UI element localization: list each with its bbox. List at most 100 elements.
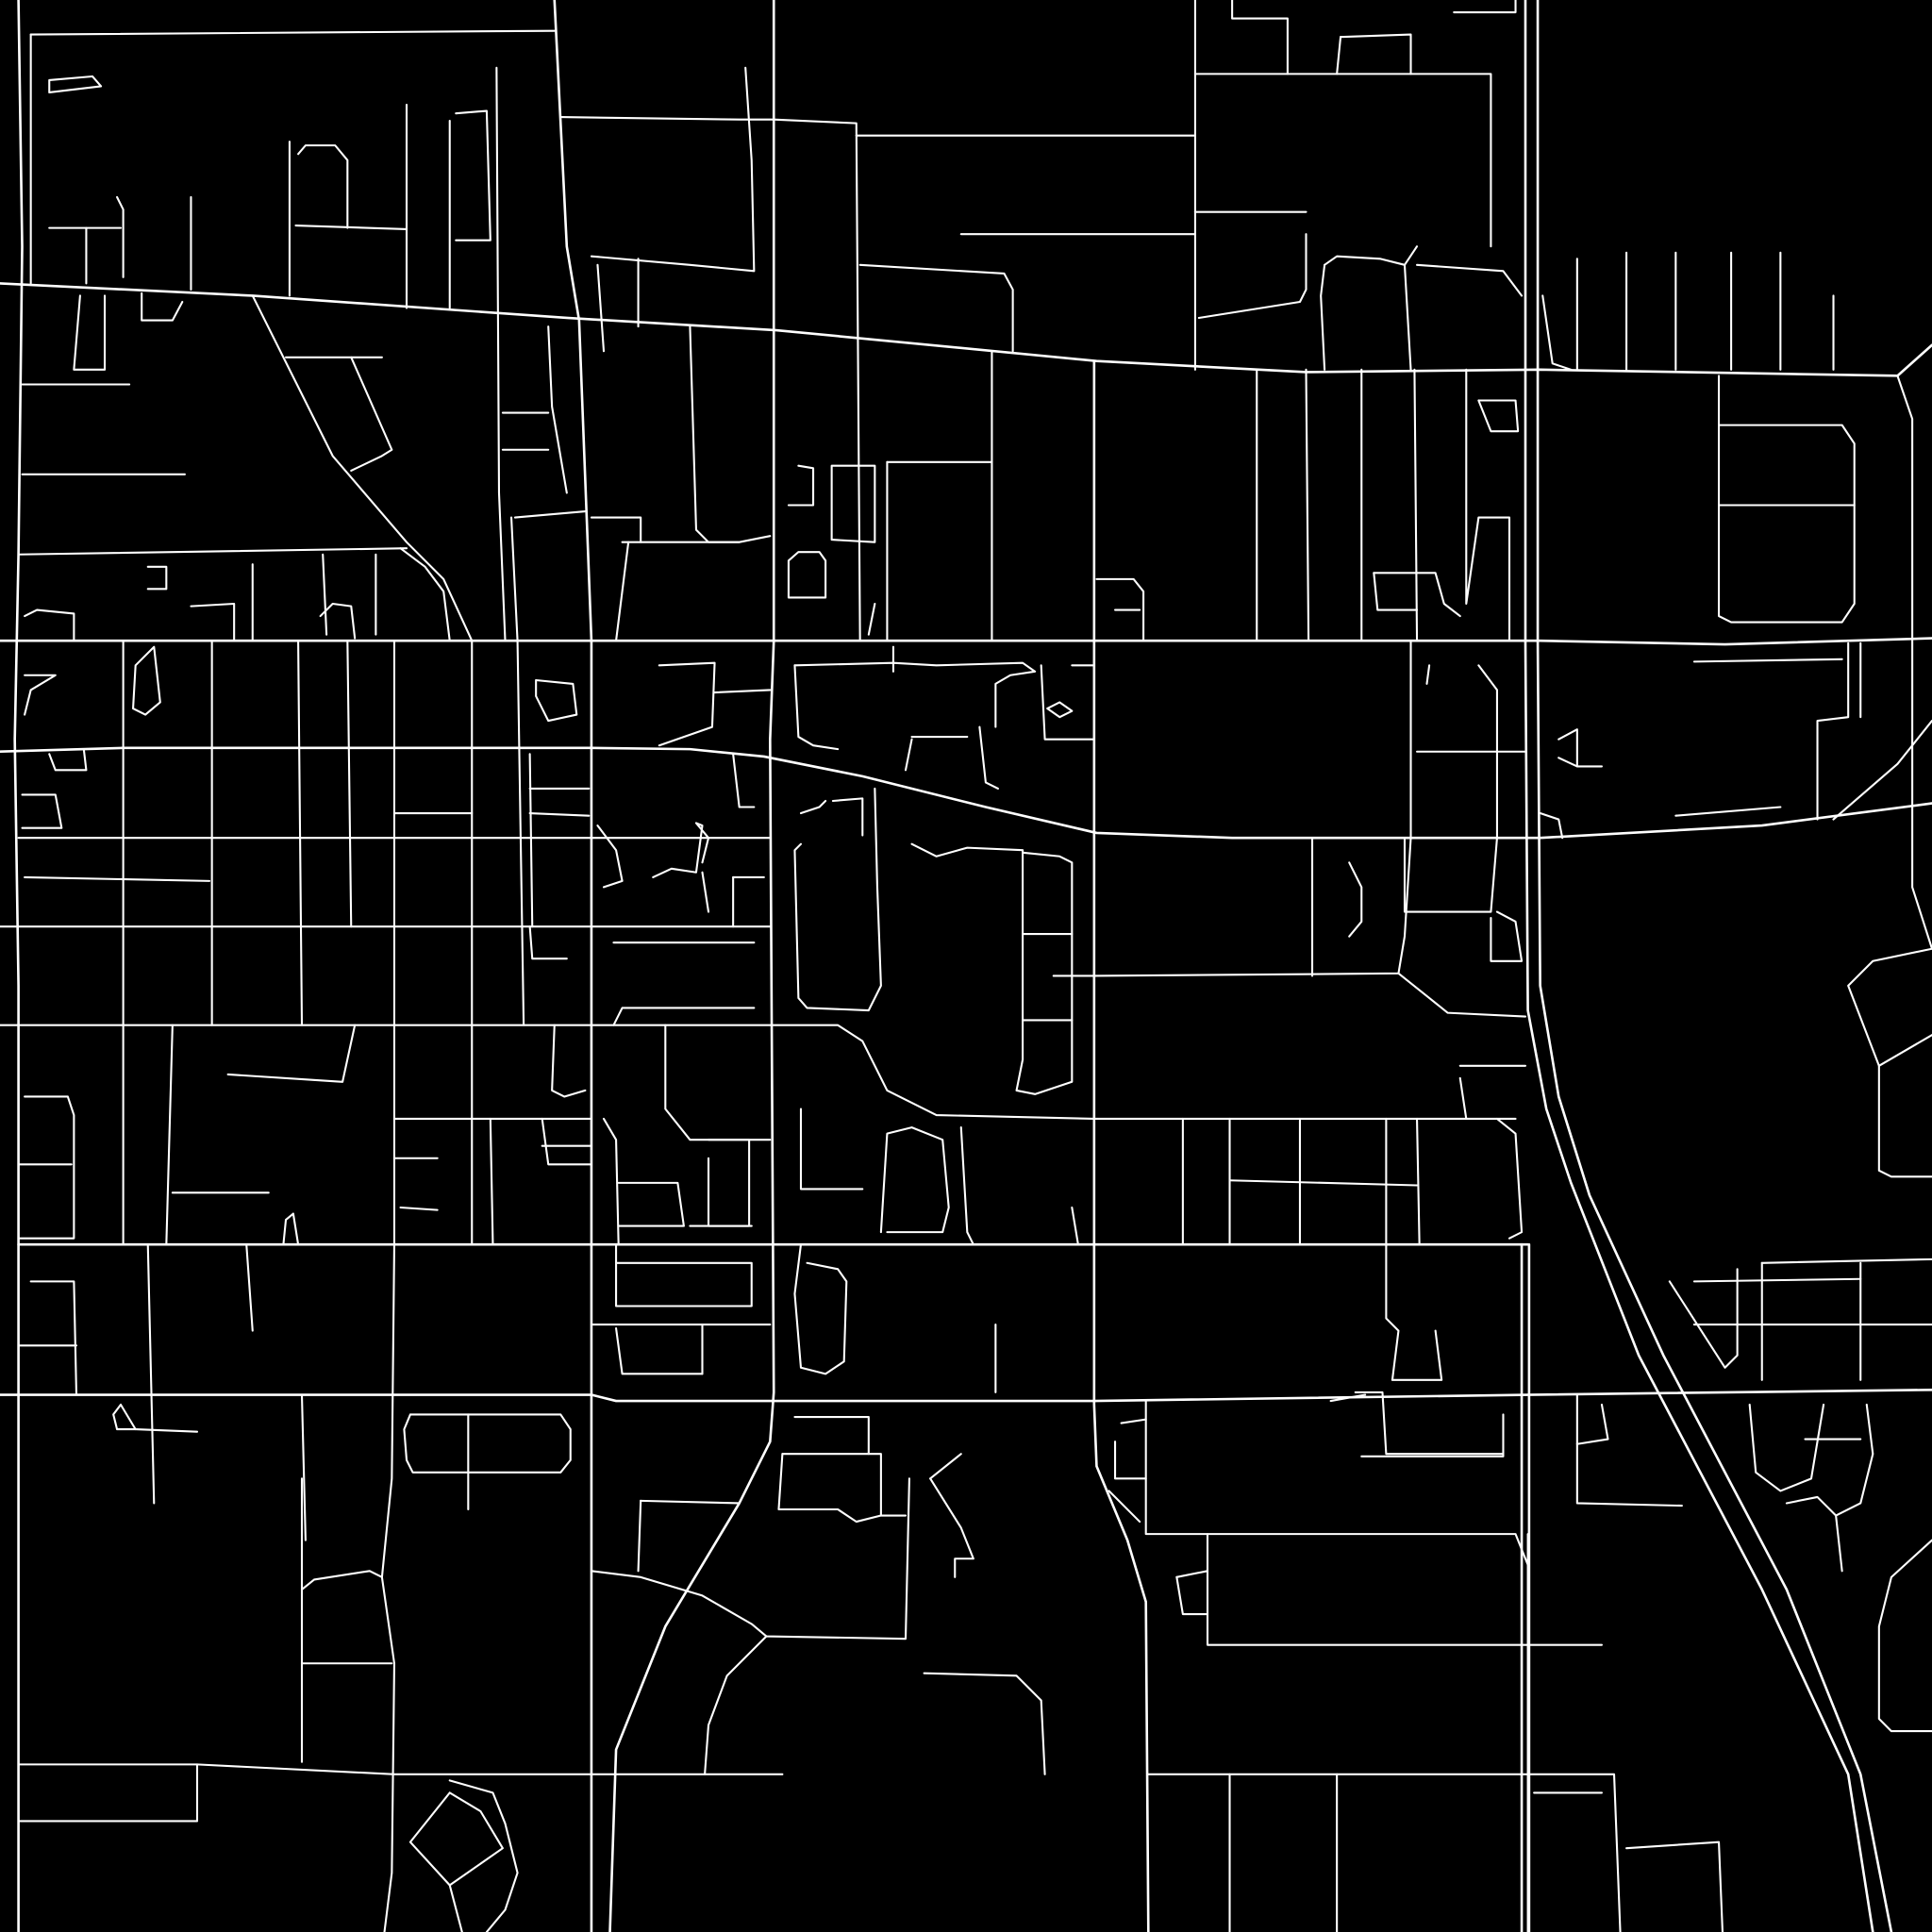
road-segment [1329, 1393, 1367, 1403]
road-segment [1046, 701, 1074, 719]
road-628 [608, 0, 775, 1932]
road-segment [1877, 1034, 1932, 1067]
road-segment [24, 674, 57, 716]
road-segment [1816, 641, 1850, 821]
road-segment [1175, 1570, 1209, 1578]
road-segment [24, 608, 75, 642]
road-segment [21, 793, 63, 829]
road-segment [1120, 1418, 1147, 1424]
road-segment [350, 356, 393, 472]
road-segment [615, 1243, 753, 1307]
road-segment [300, 1393, 307, 1541]
road-segment [134, 1428, 199, 1433]
road-segment [1193, 73, 1492, 248]
road-segment [1495, 1117, 1524, 1240]
road-segment [399, 1206, 439, 1211]
road-888 [1092, 359, 1150, 1932]
road-segment [17, 547, 408, 556]
road-segment [17, 1763, 784, 1775]
road-segment [1835, 1514, 1843, 1573]
road-segment [226, 1024, 357, 1083]
road-segment [1373, 572, 1461, 618]
road-segment [1575, 1403, 1609, 1445]
road-segment [190, 602, 236, 642]
road-segment [929, 1477, 974, 1578]
road-segment [551, 1024, 587, 1098]
road-north-arterial [0, 282, 1932, 377]
road-segment [448, 1884, 463, 1932]
road-segment [132, 645, 161, 716]
road-segment [787, 551, 827, 599]
road-segment [1692, 1277, 1862, 1283]
road-segment [1541, 294, 1573, 371]
road-segment [1692, 658, 1843, 663]
road-segment [1465, 368, 1511, 642]
road-segment [732, 753, 756, 808]
road-segment [1144, 1400, 1529, 1566]
road-segment [787, 464, 815, 507]
road-segment [297, 640, 304, 1026]
highway-east [1536, 0, 1893, 1932]
road-segment [0, 1024, 1517, 1121]
road-segment [1354, 1391, 1505, 1456]
road-segment [516, 640, 525, 1026]
road-segment [879, 1126, 950, 1234]
road-segment [602, 1117, 620, 1246]
road-segment [251, 294, 474, 642]
road-segment [1403, 263, 1412, 371]
road-segment [1340, 33, 1412, 75]
road-segment [1113, 1441, 1147, 1480]
road-segment [17, 1095, 75, 1240]
road-segment [1717, 375, 1856, 624]
road-segment [590, 516, 642, 543]
road-segment [1175, 1575, 1209, 1616]
road-segment [781, 1453, 882, 1517]
road-segment [701, 871, 710, 913]
road-segment [1320, 263, 1326, 371]
road-segment [793, 664, 840, 751]
road-segment [1477, 664, 1498, 840]
road-segment [799, 799, 827, 815]
road-segment [165, 1024, 174, 1246]
road-segment [346, 640, 353, 928]
road-segment [1040, 664, 1095, 741]
road-segment [509, 516, 519, 642]
road-segment [867, 602, 876, 636]
road-segment [1453, 0, 1517, 14]
road-segment [615, 541, 630, 642]
road-segment [403, 1413, 572, 1474]
road-607 [0, 746, 1932, 840]
road-segment [910, 842, 1074, 1095]
road-segment [541, 1117, 592, 1166]
road-segment [590, 66, 756, 273]
road-segment [590, 1477, 910, 1641]
road-segment [489, 1117, 494, 1246]
road-segment [1674, 806, 1782, 817]
road-segment [1557, 728, 1578, 768]
road-segment [831, 797, 864, 837]
road-segment [923, 1672, 1046, 1775]
road-segment [612, 1007, 756, 1026]
road-segment [116, 195, 125, 278]
road-segment [1360, 1413, 1505, 1457]
road-segment [658, 661, 716, 747]
road-segment [858, 263, 1014, 353]
road-segment [29, 29, 556, 36]
road-segment [1539, 811, 1564, 840]
road-left-vertical [13, 0, 24, 1932]
road-segment [704, 1635, 768, 1775]
road-segment [929, 1453, 962, 1480]
road-segment [1336, 36, 1342, 75]
road-segment [793, 1243, 848, 1375]
road-segment [322, 553, 328, 636]
road-segment [528, 811, 591, 817]
road-segment [777, 1453, 908, 1524]
highway-west [1524, 0, 1874, 1932]
road-segment [1425, 664, 1431, 685]
road-segment [596, 263, 606, 353]
road-segment [146, 1243, 156, 1505]
road-segment [615, 1326, 704, 1375]
road-segment [17, 1763, 199, 1823]
